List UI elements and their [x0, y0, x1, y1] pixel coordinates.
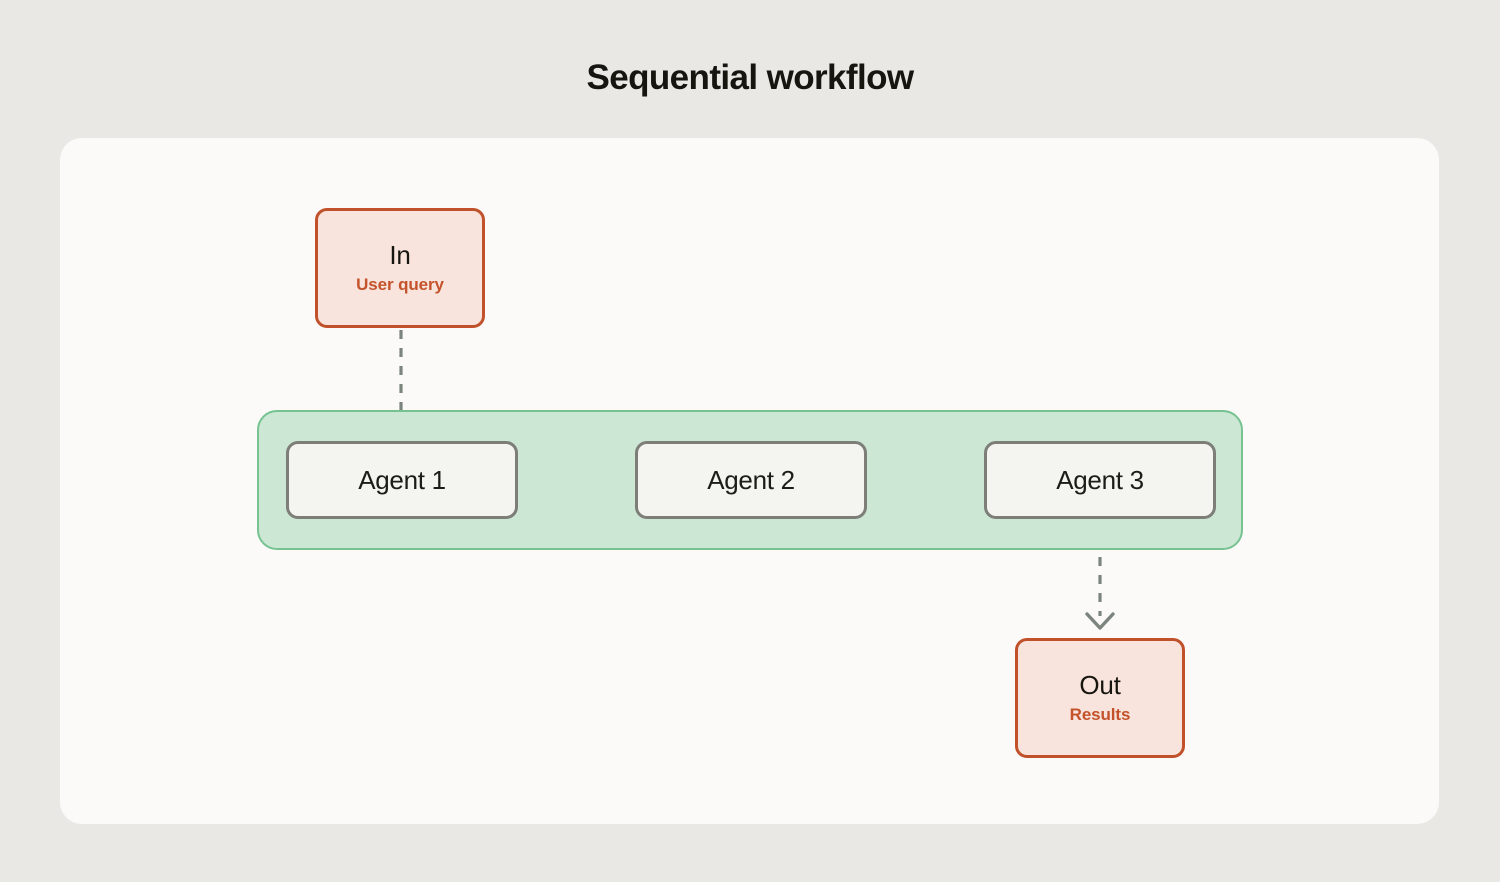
node-output-subtitle: Results — [1069, 705, 1131, 724]
node-input[interactable]: In User query — [315, 208, 485, 328]
node-output[interactable]: Out Results — [1015, 638, 1185, 758]
node-input-title: In — [389, 240, 411, 270]
node-agent-1-label: Agent 1 — [358, 465, 446, 495]
node-agent-3[interactable]: Agent 3 — [984, 441, 1216, 519]
node-input-subtitle: User query — [356, 275, 444, 294]
diagram-card: In User query Agent 1 Agent 2 Agent 3 Ou… — [60, 138, 1439, 824]
node-agent-1[interactable]: Agent 1 — [286, 441, 518, 519]
node-agent-2-label: Agent 2 — [707, 465, 795, 495]
node-output-title: Out — [1079, 670, 1121, 700]
page-title: Sequential workflow — [586, 58, 915, 97]
diagram-canvas: In User query Agent 1 Agent 2 Agent 3 Ou… — [60, 138, 1439, 824]
node-agent-2[interactable]: Agent 2 — [635, 441, 867, 519]
node-agent-3-label: Agent 3 — [1056, 465, 1144, 495]
